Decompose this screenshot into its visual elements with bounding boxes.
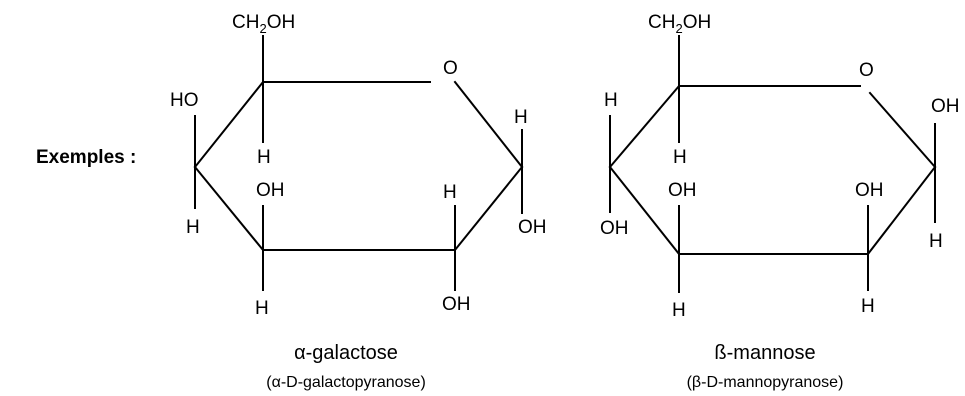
mannose-bond-c3-c4 — [608, 165, 681, 256]
mannose-ch2oh-label: CH2OH — [648, 12, 711, 36]
galactose-bond-c3-c4 — [193, 165, 265, 252]
mannose-c1-bottom: H — [929, 231, 943, 252]
mannose-full-name: (β-D-mannopyranose) — [687, 374, 844, 391]
galactose-c2-top: H — [443, 182, 457, 203]
galactose-ch2oh-label: CH2OH — [232, 12, 295, 36]
galactose-c5-bottom: H — [257, 147, 271, 168]
mannose-name: ß-mannose — [714, 342, 815, 364]
galactose-c1-bottom: OH — [518, 217, 547, 238]
galactose-full-name: (α-D-galactopyranose) — [266, 374, 426, 391]
mannose-c4-bottom: OH — [600, 218, 629, 239]
mannose-c4-top: H — [604, 90, 618, 111]
galactose-name: α-galactose — [294, 342, 398, 364]
mannose-c2-bottom: H — [861, 296, 875, 317]
galactose-c3-top: OH — [256, 180, 285, 201]
examples-heading: Exemples : — [36, 147, 136, 168]
mannose-bond-o-c1 — [868, 91, 937, 169]
galactose-bond-c1-c2 — [453, 165, 524, 252]
galactose-structure: CH2OH O H OH H OH OH H HO H H α-galactos… — [170, 12, 547, 391]
mannose-c5-bottom: H — [673, 147, 687, 168]
mannose-ring-oxygen: O — [859, 60, 874, 81]
mannose-bond-c1-c2 — [866, 165, 937, 256]
mannose-c3-top: OH — [668, 180, 697, 201]
galactose-ring-oxygen: O — [443, 58, 458, 79]
mannose-structure: CH2OH O OH H OH H OH H H OH H ß-mannose … — [600, 12, 960, 391]
galactose-c2-bottom: OH — [442, 294, 471, 315]
galactose-bond-o-c1 — [453, 80, 524, 169]
mannose-c3-bottom: H — [672, 300, 686, 321]
galactose-c4-top: HO — [170, 90, 199, 111]
galactose-c1-top: H — [514, 107, 528, 128]
galactose-c3-bottom: H — [255, 298, 269, 319]
galactose-c4-bottom: H — [186, 217, 200, 238]
galactose-bond-c4-c5 — [193, 80, 265, 169]
mannose-bond-c4-c5 — [608, 84, 681, 169]
mannose-c2-top: OH — [855, 180, 884, 201]
mannose-c1-top: OH — [931, 96, 960, 117]
